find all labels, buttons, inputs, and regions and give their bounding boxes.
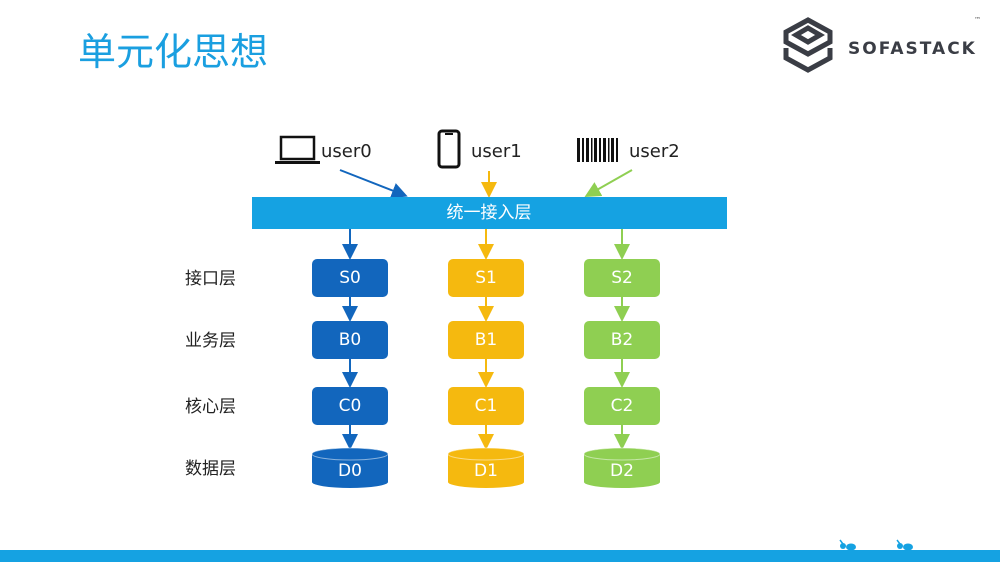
user2-label: user2 [629,141,680,162]
service-box [312,259,388,297]
arrow-user0 [339,169,408,199]
layer-label: 接口层 [185,269,236,289]
barcode-icon [577,138,618,162]
service-box [312,321,388,359]
layer-label: 核心层 [185,397,236,417]
layer-label: 业务层 [185,331,236,351]
service-box [584,387,660,425]
ant-icon [896,539,913,551]
cell-label: C2 [611,396,634,416]
cell-label: C1 [475,396,498,416]
cell-label: B0 [339,330,361,350]
cell-label: D0 [338,461,362,481]
laptop-icon [275,135,320,164]
cell-label: D1 [474,461,498,481]
trademark: ™ [974,16,981,24]
user1-label: user1 [471,141,522,162]
cell-label: D2 [610,461,634,481]
footer-bar [0,550,1000,562]
cell-label: S1 [475,268,497,288]
cell-label: S2 [611,268,633,288]
gateway-bar [252,197,727,229]
cell-label: C0 [339,396,362,416]
logo-text: SOFASTACK [848,39,977,59]
service-box [448,387,524,425]
sofastack-logo: SOFASTACK ™ [783,16,981,73]
cell-label: S0 [339,268,361,288]
service-box [448,259,524,297]
service-box [448,321,524,359]
page-title: 单元化思想 [78,30,268,74]
database-top [447,447,525,461]
service-box [584,321,660,359]
database-top [583,447,661,461]
service-box [584,259,660,297]
ant-icon [839,539,856,551]
service-box [312,387,388,425]
cell-label: B2 [611,330,633,350]
database-top [311,447,389,461]
user0-label: user0 [321,141,372,162]
phone-icon [437,129,461,169]
arrow-user2 [584,169,633,197]
layer-label: 数据层 [185,459,236,479]
gateway-label: 统一接入层 [447,203,532,223]
cell-label: B1 [475,330,497,350]
